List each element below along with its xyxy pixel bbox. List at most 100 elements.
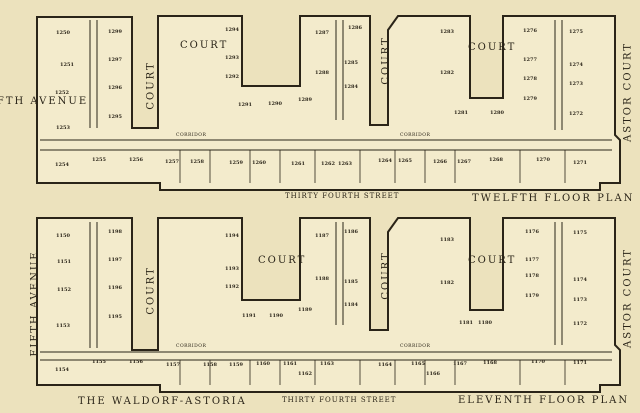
room-number-1181: 1181 [459,320,473,326]
room-number-1292: 1292 [225,74,239,80]
room-number-1184: 1184 [344,302,358,308]
room-number-1170: 1170 [531,359,545,365]
room-number-1259: 1259 [229,160,243,166]
room-number-1280: 1280 [490,110,504,116]
room-number-1278: 1278 [523,76,537,82]
room-number-1165: 1165 [411,361,425,367]
room-number-1254: 1254 [55,162,69,168]
room-number-1281: 1281 [454,110,468,116]
room-number-1163: 1163 [320,361,334,367]
room-number-1264: 1264 [378,158,392,164]
corridor-label-11b: CORRIDOR [400,344,431,349]
room-number-1167: 1167 [453,361,467,367]
room-number-1156: 1156 [129,359,143,365]
room-number-1279: 1279 [523,96,537,102]
room-number-1197: 1197 [108,257,122,263]
room-number-1172: 1172 [573,321,587,327]
court-label-11d: COURT [468,255,517,266]
room-number-1151: 1151 [57,259,71,265]
room-number-1185: 1185 [344,279,358,285]
room-number-1260: 1260 [252,160,266,166]
room-number-1266: 1266 [433,159,447,165]
street-label-11: THIRTY FOURTH STREET [282,396,397,404]
room-number-1268: 1268 [489,157,503,163]
room-number-1294: 1294 [225,27,239,33]
room-number-1284: 1284 [344,84,358,90]
room-number-1296: 1296 [108,85,122,91]
room-number-1272: 1272 [569,111,583,117]
room-number-1295: 1295 [108,114,122,120]
room-number-1288: 1288 [315,70,329,76]
room-number-1154: 1154 [55,367,69,373]
court-label-12c: COURT [380,36,392,85]
room-number-1192: 1192 [225,284,239,290]
room-number-1177: 1177 [525,257,539,263]
room-number-1267: 1267 [457,159,471,165]
room-number-1274: 1274 [569,62,583,68]
room-number-1179: 1179 [525,293,539,299]
room-number-1291: 1291 [238,102,252,108]
court-label-12d: COURT [468,42,517,53]
room-number-1162: 1162 [298,371,312,377]
room-number-1158: 1158 [203,362,217,368]
room-number-1256: 1256 [129,157,143,163]
room-number-1175: 1175 [573,230,587,236]
court-label-12a: COURT [180,40,229,51]
room-number-1187: 1187 [315,233,329,239]
room-number-1283: 1283 [440,29,454,35]
room-number-1253: 1253 [56,125,70,131]
room-number-1155: 1155 [92,359,106,365]
room-number-1188: 1188 [315,276,329,282]
room-number-1171: 1171 [573,360,587,366]
room-number-1180: 1180 [478,320,492,326]
astor-court-label-12: ASTOR COURT [622,42,634,142]
room-number-1297: 1297 [108,57,122,63]
room-number-1277: 1277 [523,57,537,63]
room-number-1152: 1152 [57,287,71,293]
room-number-1174: 1174 [573,277,587,283]
room-number-1193: 1193 [225,266,239,272]
room-number-1282: 1282 [440,70,454,76]
room-number-1265: 1265 [398,158,412,164]
room-number-1157: 1157 [166,362,180,368]
room-number-1176: 1176 [525,229,539,235]
room-number-1273: 1273 [569,81,583,87]
room-number-1257: 1257 [165,159,179,165]
room-number-1173: 1173 [573,297,587,303]
court-label-11a: COURT [258,255,307,266]
room-number-1186: 1186 [344,229,358,235]
room-number-1263: 1263 [338,161,352,167]
court-label-11b: COURT [145,266,157,315]
room-number-1250: 1250 [56,30,70,36]
room-number-1270: 1270 [536,157,550,163]
room-number-1255: 1255 [92,157,106,163]
eleventh-floor-title: ELEVENTH FLOOR PLAN [458,395,630,406]
room-number-1262: 1262 [321,161,335,167]
room-number-1168: 1168 [483,360,497,366]
room-number-1287: 1287 [315,30,329,36]
fifth-avenue-label-12: FIFTH AVENUE [0,96,89,107]
street-label-12: THIRTY FOURTH STREET [285,192,400,200]
room-number-1153: 1153 [56,323,70,329]
court-label-11c: COURT [380,251,392,300]
room-number-1178: 1178 [525,273,539,279]
room-number-1271: 1271 [573,160,587,166]
twelfth-floor-title: TWELFTH FLOOR PLAN [472,193,635,204]
astor-court-label-11: ASTOR COURT [622,248,634,348]
room-number-1293: 1293 [225,55,239,61]
room-number-1161: 1161 [283,361,297,367]
room-number-1261: 1261 [291,161,305,167]
room-number-1195: 1195 [108,314,122,320]
fifth-avenue-label-11: FIFTH AVENUE [29,250,41,357]
room-number-1189: 1189 [298,307,312,313]
room-number-1290: 1290 [268,101,282,107]
room-number-1258: 1258 [190,159,204,165]
room-number-1191: 1191 [242,313,256,319]
corridor-label-12a: CORRIDOR [176,133,207,138]
twelfth-floor-outline [36,15,621,191]
room-number-1183: 1183 [440,237,454,243]
hotel-name: THE WALDORF-ASTORIA [78,396,247,407]
room-number-1159: 1159 [229,362,243,368]
room-number-1286: 1286 [348,25,362,31]
room-number-1194: 1194 [225,233,239,239]
